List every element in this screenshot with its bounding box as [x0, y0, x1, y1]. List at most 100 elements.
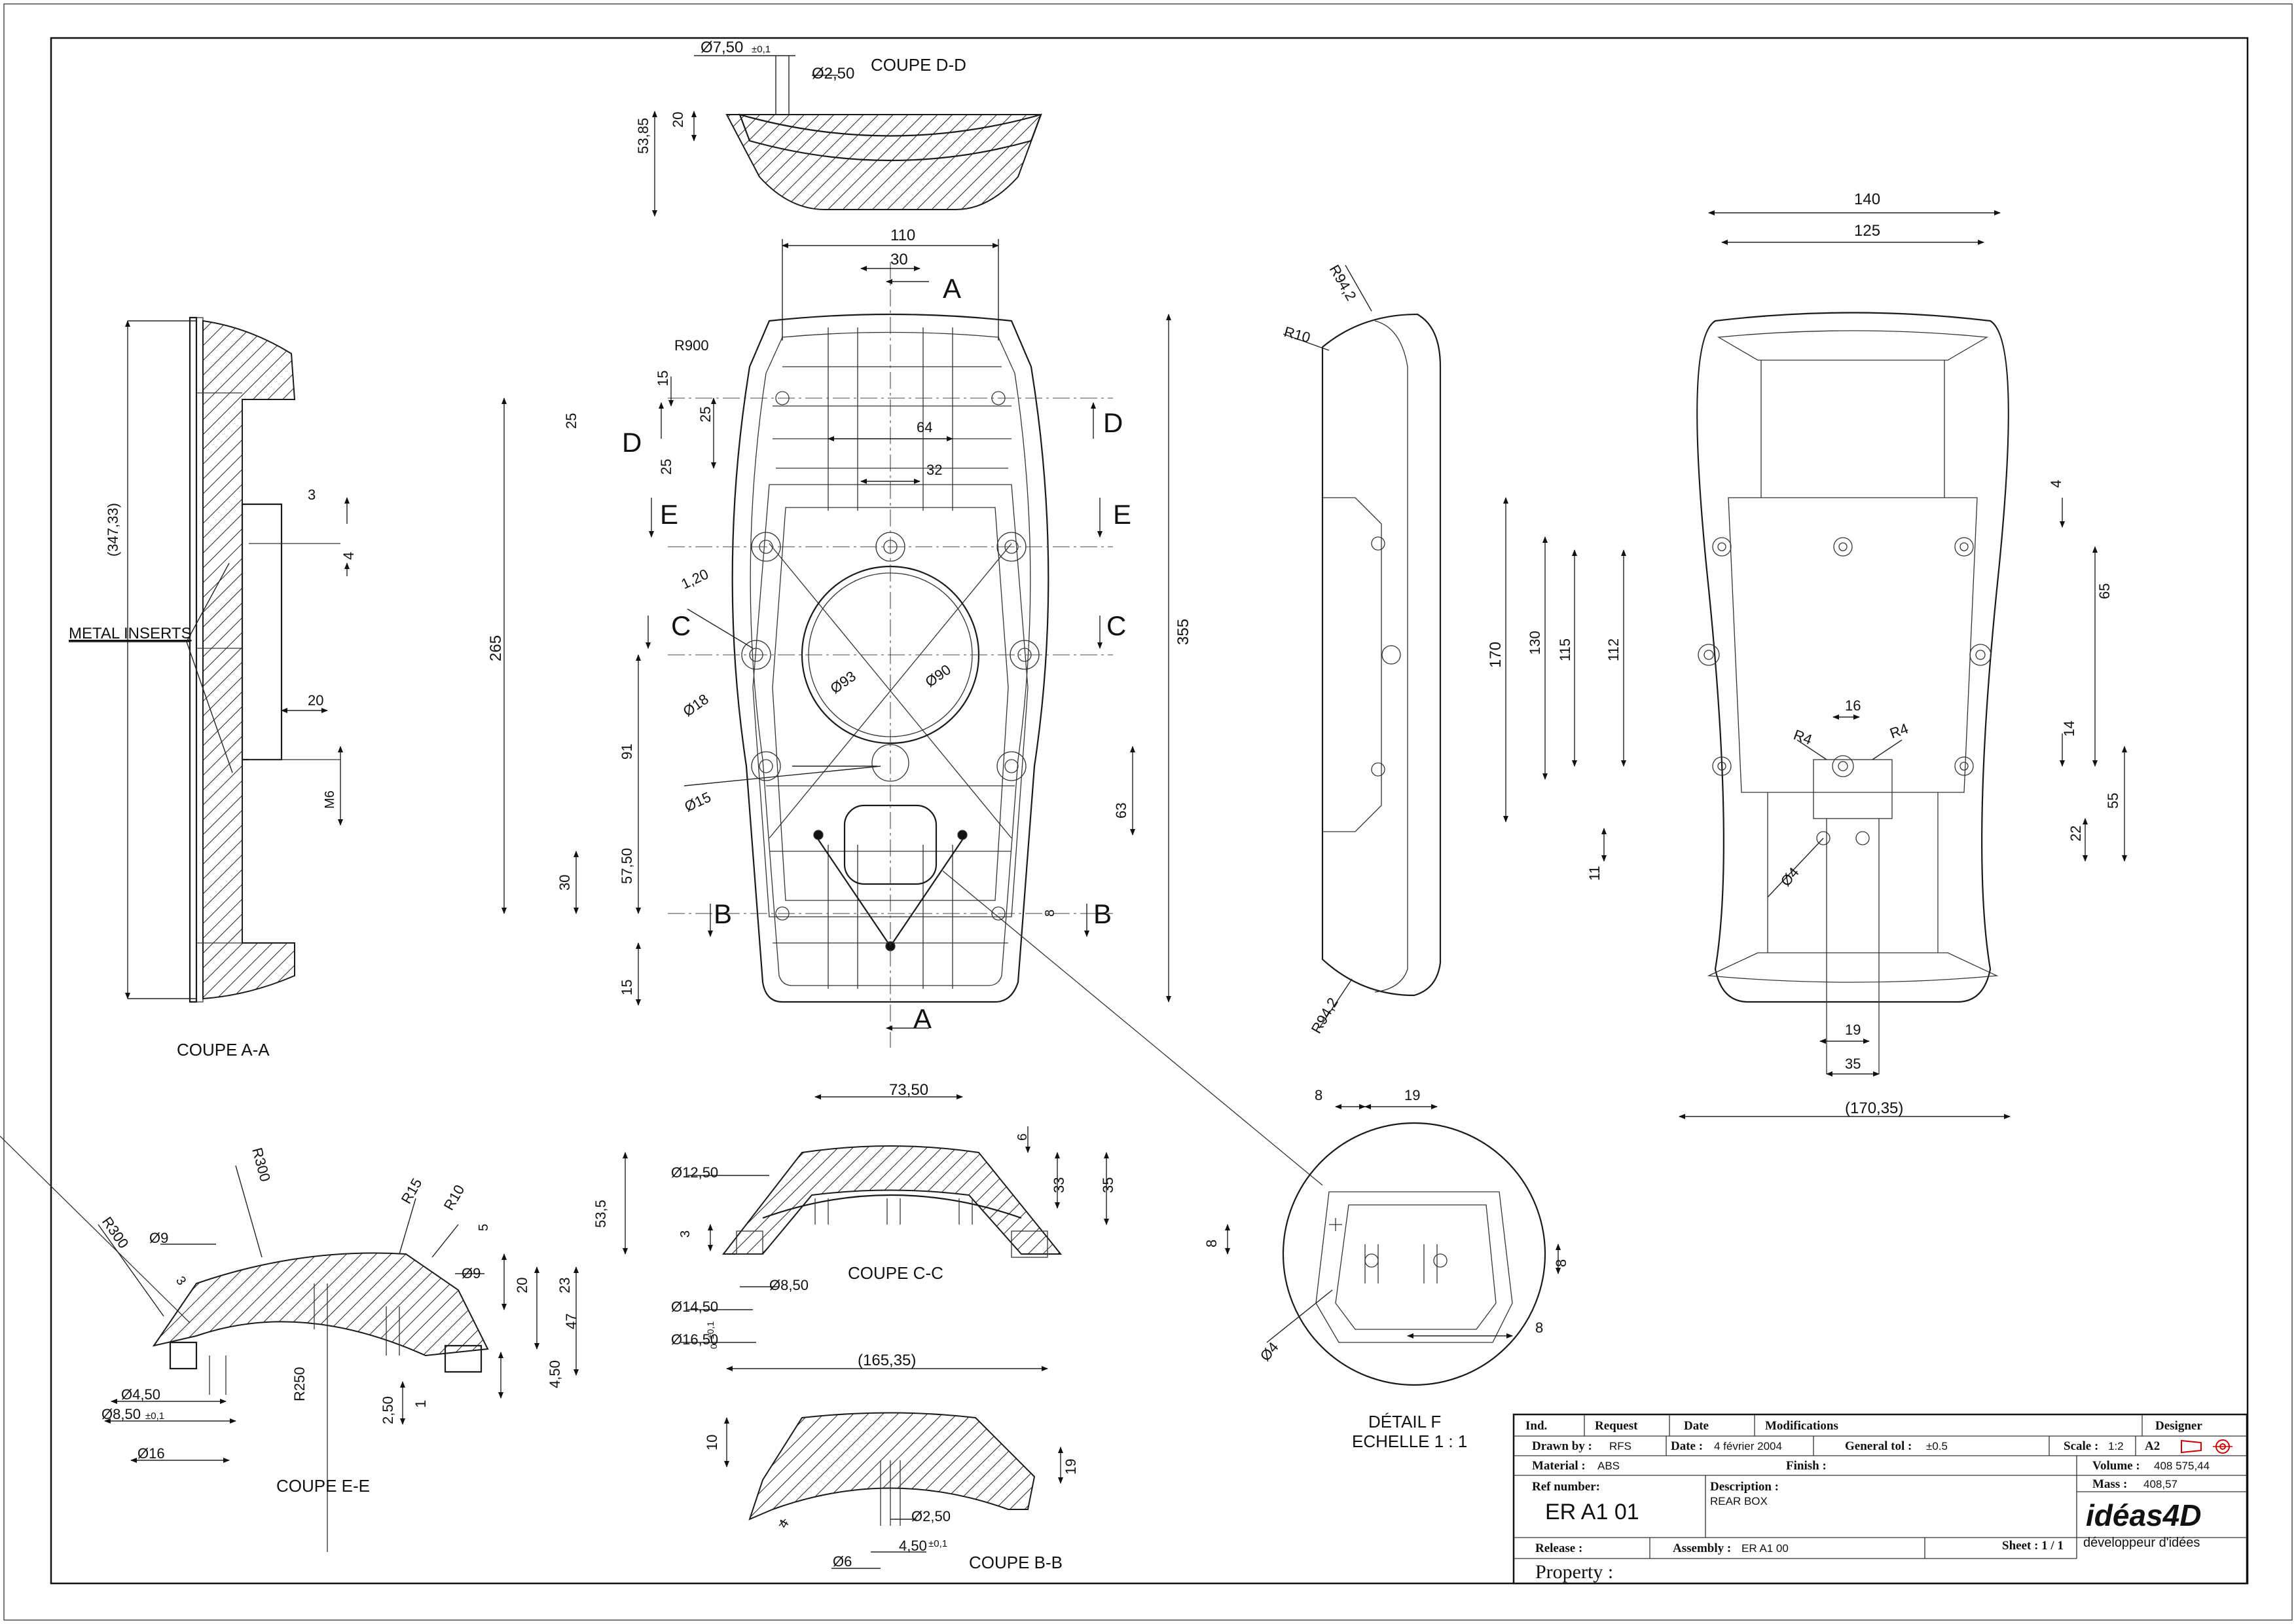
metal-inserts-label: METAL INSERTS [69, 625, 192, 642]
dim-section-c-5: 3 [678, 1230, 693, 1238]
dim-section-a-4: M6 [323, 790, 337, 809]
dim-section-b-0: 10 [704, 1435, 720, 1450]
dim-front-14: Ø90 [922, 661, 954, 690]
dim-front-18: 30 [556, 875, 573, 891]
dim-back-7: 112 [1605, 638, 1622, 661]
detail-f-scale: ECHELLE 1 : 1 [1352, 1431, 1467, 1451]
dim-section-d-2: Ø2,50 [812, 65, 854, 83]
dim-section-e-18: Ø16 [137, 1445, 165, 1462]
tb-general-tol-label: General tol : [1845, 1439, 1912, 1453]
company-tagline: développeur d'idées [2083, 1536, 2200, 1550]
tb-scale-label: Scale : [2064, 1439, 2098, 1453]
dim-section-e-13: 2,50 [380, 1396, 396, 1424]
dim-section-c-4: 53,5 [592, 1200, 609, 1228]
tb-date-label: Date : [1671, 1439, 1703, 1453]
dim-front-9: 1,20 [679, 566, 711, 593]
dim-detail-3: 8 [1553, 1259, 1569, 1267]
dim-section-a-3: 20 [308, 692, 323, 709]
dim-section-e-16: Ø8,50 [101, 1406, 141, 1422]
detail-f-label: DÉTAIL F [1368, 1412, 1441, 1431]
dim-front-2: R900 [674, 337, 709, 354]
dim-section-c-11: (165,35) [858, 1352, 916, 1369]
dim-detail-5: 8 [1535, 1320, 1543, 1336]
dim-back-1: 125 [1854, 222, 1880, 240]
section-d-label: COUPE D-D [871, 55, 966, 75]
dim-back-9: R4 [1791, 726, 1814, 748]
tb-volume-value: 408 575,44 [2154, 1460, 2210, 1472]
tb-volume-label: Volume : [2092, 1459, 2140, 1473]
front-view [501, 239, 1323, 1186]
dim-back-13: 22 [2068, 826, 2084, 841]
dim-front-13: Ø93 [828, 668, 859, 697]
section-b-label: COUPE B-B [969, 1553, 1063, 1572]
cut-marker-d-left: D [622, 427, 642, 458]
dim-section-d-0: Ø7,50 [701, 39, 743, 56]
tb-ref-value: ER A1 01 [1545, 1500, 1639, 1524]
projection-symbol-icon [2181, 1439, 2232, 1454]
cut-marker-e-left: E [660, 499, 678, 530]
cut-markers: A A B B C C D D E E [622, 273, 1131, 1034]
tb-date-value: 4 février 2004 [1714, 1440, 1782, 1452]
dim-detail-4: Ø4 [1257, 1339, 1282, 1365]
tb-description-value: REAR BOX [1710, 1495, 1768, 1507]
dim-section-c-1: Ø12,50 [671, 1164, 718, 1181]
tb-finish-label: Finish : [1786, 1459, 1827, 1473]
dim-section-e-7: Ø9 [462, 1265, 481, 1282]
section-d-d [652, 55, 1042, 217]
dim-back-17: 35 [1845, 1056, 1861, 1072]
dim-front-22: 73,50 [889, 1081, 928, 1099]
tb-material-value: ABS [1597, 1460, 1620, 1472]
dim-back-10: R4 [1887, 720, 1910, 742]
dim-side-0: R94,2 [1326, 262, 1360, 303]
dim-front-19: 57,50 [619, 848, 635, 884]
dim-section-a-0: (347,33) [105, 503, 121, 557]
dim-section-c-0: 6 [1015, 1134, 1030, 1141]
section-e-label: COUPE E-E [276, 1476, 370, 1496]
dim-section-e-5: Ø9 [149, 1230, 168, 1246]
section-a-label: COUPE A-A [177, 1040, 270, 1060]
dim-section-c-8: Ø16,50 [671, 1331, 718, 1348]
tb-ref-label: Ref number: [1532, 1480, 1600, 1494]
side-view [1283, 265, 1442, 1029]
tb-header-modifications: Modifications [1765, 1419, 1838, 1433]
dim-section-d-4: 53,85 [635, 118, 651, 154]
dim-section-e-14: 1 [412, 1400, 429, 1408]
tb-header-designer: Designer [2155, 1419, 2202, 1433]
tb-mass-value: 408,57 [2143, 1478, 2178, 1490]
tb-drawn-by-value: RFS [1609, 1440, 1631, 1452]
dim-front-20: 8 [1043, 910, 1057, 917]
tb-format: A2 [2145, 1439, 2160, 1453]
cut-marker-d-right: D [1103, 407, 1123, 438]
tb-header-date: Date [1684, 1419, 1709, 1433]
tb-sheet-label: Sheet : 1 / 1 [2002, 1539, 2064, 1553]
dim-section-e-3: R10 [441, 1182, 468, 1213]
leader-corner [0, 1135, 191, 1323]
dim-section-c-7: Ø14,50 [671, 1299, 718, 1315]
dim-section-d-1: ±0,1 [752, 44, 771, 55]
dim-section-a-2: 4 [340, 552, 357, 560]
dim-section-b-5: ±0,1 [928, 1538, 947, 1549]
section-e-e [98, 1165, 579, 1552]
dim-section-e-15: Ø4,50 [121, 1386, 160, 1403]
tb-general-tol-value: ±0.5 [1926, 1440, 1948, 1452]
cut-marker-a-top: A [943, 273, 961, 304]
section-b-b [724, 1412, 1063, 1569]
dim-front-12: Ø18 [680, 691, 712, 720]
dim-front-16: 63 [1113, 803, 1129, 819]
dim-section-c-9: ±0,1 [705, 1321, 716, 1339]
dim-back-5: 130 [1527, 631, 1543, 655]
dim-front-15: 91 [619, 744, 635, 760]
company-logo: idéas4D [2086, 1498, 2201, 1532]
tb-material-label: Material : [1532, 1459, 1586, 1473]
section-c-c [623, 1126, 1109, 1371]
dim-back-14: 11 [1586, 866, 1603, 881]
cut-marker-a-bottom: A [913, 1003, 932, 1034]
dim-section-e-10: 47 [563, 1314, 579, 1329]
dim-back-2: 4 [2048, 480, 2064, 488]
dim-back-16: 19 [1845, 1022, 1861, 1038]
cut-marker-e-right: E [1113, 499, 1131, 530]
dim-back-6: 115 [1557, 638, 1573, 661]
dim-section-e-9: 23 [556, 1278, 573, 1293]
dim-back-18: (170,35) [1845, 1099, 1903, 1117]
